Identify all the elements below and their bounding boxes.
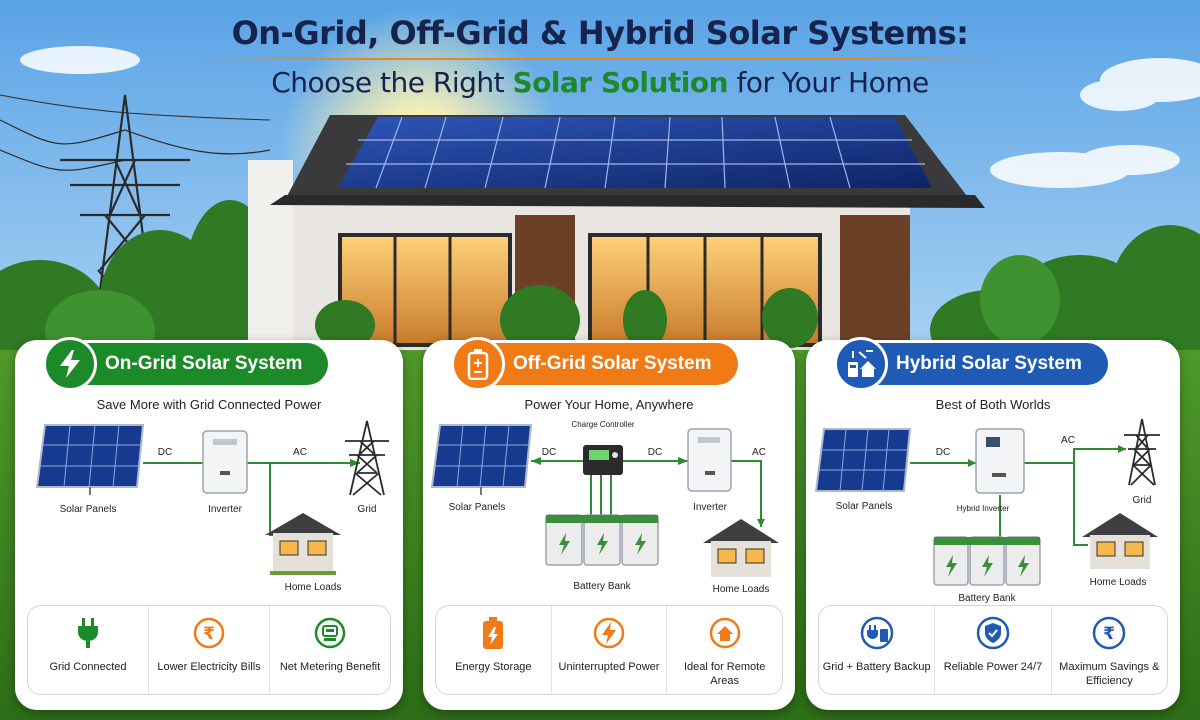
title-line-2-highlight: Solar Solution — [512, 66, 729, 99]
home-loads-icon — [1082, 513, 1158, 569]
remote-home-icon — [708, 616, 742, 650]
label-dc-2: DC — [648, 447, 662, 458]
load-wire — [269, 463, 285, 536]
grid-tower-icon — [345, 420, 389, 496]
feature-item: ₹ Maximum Savings & Efficiency — [1052, 606, 1167, 694]
label-dc: DC — [158, 447, 172, 458]
feature-text: Grid + Battery Backup — [822, 661, 931, 673]
title-line-2-post: for Your Home — [728, 66, 929, 99]
on-grid-card: On-Grid Solar System Save More with Grid… — [15, 337, 403, 710]
off-grid-title: Off-Grid Solar System — [513, 353, 712, 374]
feature-item: Grid Connected — [28, 606, 149, 694]
hybrid-card: Hybrid Solar System Best of Both Worlds … — [806, 337, 1180, 710]
feature-text: Maximum Savings & Efficiency — [1059, 661, 1160, 687]
on-grid-features: Grid Connected ₹ Lower Electricity Bills… — [27, 605, 391, 695]
solar-panel-icon — [35, 424, 145, 495]
feature-item: Ideal for Remote Areas — [667, 606, 782, 694]
label-dc: DC — [936, 447, 950, 458]
home-loads-icon — [703, 519, 779, 577]
bolt-circle-icon — [592, 616, 626, 650]
label-loads: Home Loads — [713, 584, 770, 595]
label-grid: Grid — [1133, 495, 1152, 506]
label-controller: Charge Controller — [571, 420, 634, 429]
feature-item: Grid + Battery Backup — [819, 606, 936, 694]
label-battery: Battery Bank — [573, 581, 631, 592]
feature-text: Ideal for Remote Areas — [684, 661, 766, 687]
label-battery: Battery Bank — [958, 593, 1016, 604]
grid-tower-icon — [1124, 418, 1160, 486]
svg-text:₹: ₹ — [1103, 624, 1115, 644]
feature-text: Net Metering Benefit — [279, 661, 381, 673]
off-grid-features: Energy Storage Uninterrupted Power Ideal… — [435, 605, 783, 695]
feature-item: Uninterrupted Power — [552, 606, 668, 694]
rupee-icon: ₹ — [192, 616, 226, 650]
solar-panel-icon — [430, 424, 533, 495]
on-grid-title-pill: On-Grid Solar System — [43, 337, 329, 391]
lightning-icon — [43, 337, 97, 391]
title-line-1: On-Grid, Off-Grid & Hybrid Solar Systems… — [231, 14, 969, 52]
title-divider — [200, 58, 1000, 60]
off-grid-subtitle: Power Your Home, Anywhere — [524, 397, 694, 412]
meter-icon — [313, 616, 347, 650]
hybrid-title-pill: Hybrid Solar System — [834, 337, 1108, 391]
charge-controller-icon — [583, 445, 623, 475]
shield-check-icon — [976, 616, 1010, 650]
label-panels: Solar Panels — [836, 501, 893, 512]
hybrid-subtitle: Best of Both Worlds — [935, 397, 1051, 412]
home-loads-icon — [265, 513, 341, 575]
rupee-circle-icon: ₹ — [1092, 616, 1126, 650]
label-ac: AC — [1061, 435, 1075, 446]
label-ac: AC — [752, 447, 766, 458]
battery-icon — [476, 616, 510, 650]
solar-panel-icon — [814, 428, 912, 492]
off-grid-card: Off-Grid Solar System Power Your Home, A… — [423, 337, 795, 710]
title-line-2: Choose the Right Solar Solution for Your… — [0, 66, 1200, 99]
label-inverter: Inverter — [693, 502, 728, 513]
hybrid-title: Hybrid Solar System — [896, 353, 1082, 374]
feature-item: ₹ Lower Electricity Bills — [149, 606, 270, 694]
label-loads: Home Loads — [285, 582, 342, 593]
inverter-icon — [202, 430, 248, 494]
svg-text:₹: ₹ — [203, 624, 215, 644]
hybrid-diagram: Solar Panels DC Hybrid Inverter AC Grid … — [814, 418, 1160, 604]
feature-text: Lower Electricity Bills — [157, 661, 261, 673]
title-line-2-pre: Choose the Right — [271, 66, 513, 99]
feature-text: Uninterrupted Power — [558, 661, 660, 673]
headline: On-Grid, Off-Grid & Hybrid Solar Systems… — [0, 14, 1200, 99]
feature-item: Energy Storage — [436, 606, 552, 694]
battery-bank-icon — [933, 536, 1041, 586]
inverter-icon — [687, 428, 732, 492]
label-inverter: Inverter — [208, 504, 243, 515]
feature-text: Energy Storage — [455, 661, 532, 673]
on-grid-title: On-Grid Solar System — [105, 353, 303, 374]
hybrid-icon — [834, 337, 888, 391]
feature-item: Reliable Power 24/7 — [935, 606, 1052, 694]
hybrid-inverter-icon — [975, 428, 1025, 494]
battery-bank-icon — [545, 514, 659, 566]
feature-text: Reliable Power 24/7 — [943, 661, 1043, 673]
label-panels: Solar Panels — [449, 502, 506, 513]
label-dc: DC — [542, 447, 556, 458]
on-grid-subtitle: Save More with Grid Connected Power — [96, 397, 322, 412]
label-inverter: Hybrid Inverter — [957, 504, 1010, 513]
label-loads: Home Loads — [1090, 577, 1147, 588]
plug-battery-icon — [860, 616, 894, 650]
label-grid: Grid — [358, 504, 377, 515]
plug-icon — [71, 616, 105, 650]
feature-item: Net Metering Benefit — [270, 606, 390, 694]
on-grid-diagram: Solar Panels DC Inverter AC Grid Home Lo… — [35, 420, 389, 593]
off-grid-title-pill: Off-Grid Solar System — [451, 337, 738, 391]
battery-icon — [451, 337, 505, 391]
label-ac: AC — [293, 447, 307, 458]
label-panels: Solar Panels — [60, 504, 117, 515]
feature-text: Grid Connected — [49, 661, 127, 673]
off-grid-diagram: Solar Panels DC Charge Controller DC Inv… — [430, 420, 779, 595]
hybrid-features: Grid + Battery Backup Reliable Power 24/… — [818, 605, 1168, 695]
